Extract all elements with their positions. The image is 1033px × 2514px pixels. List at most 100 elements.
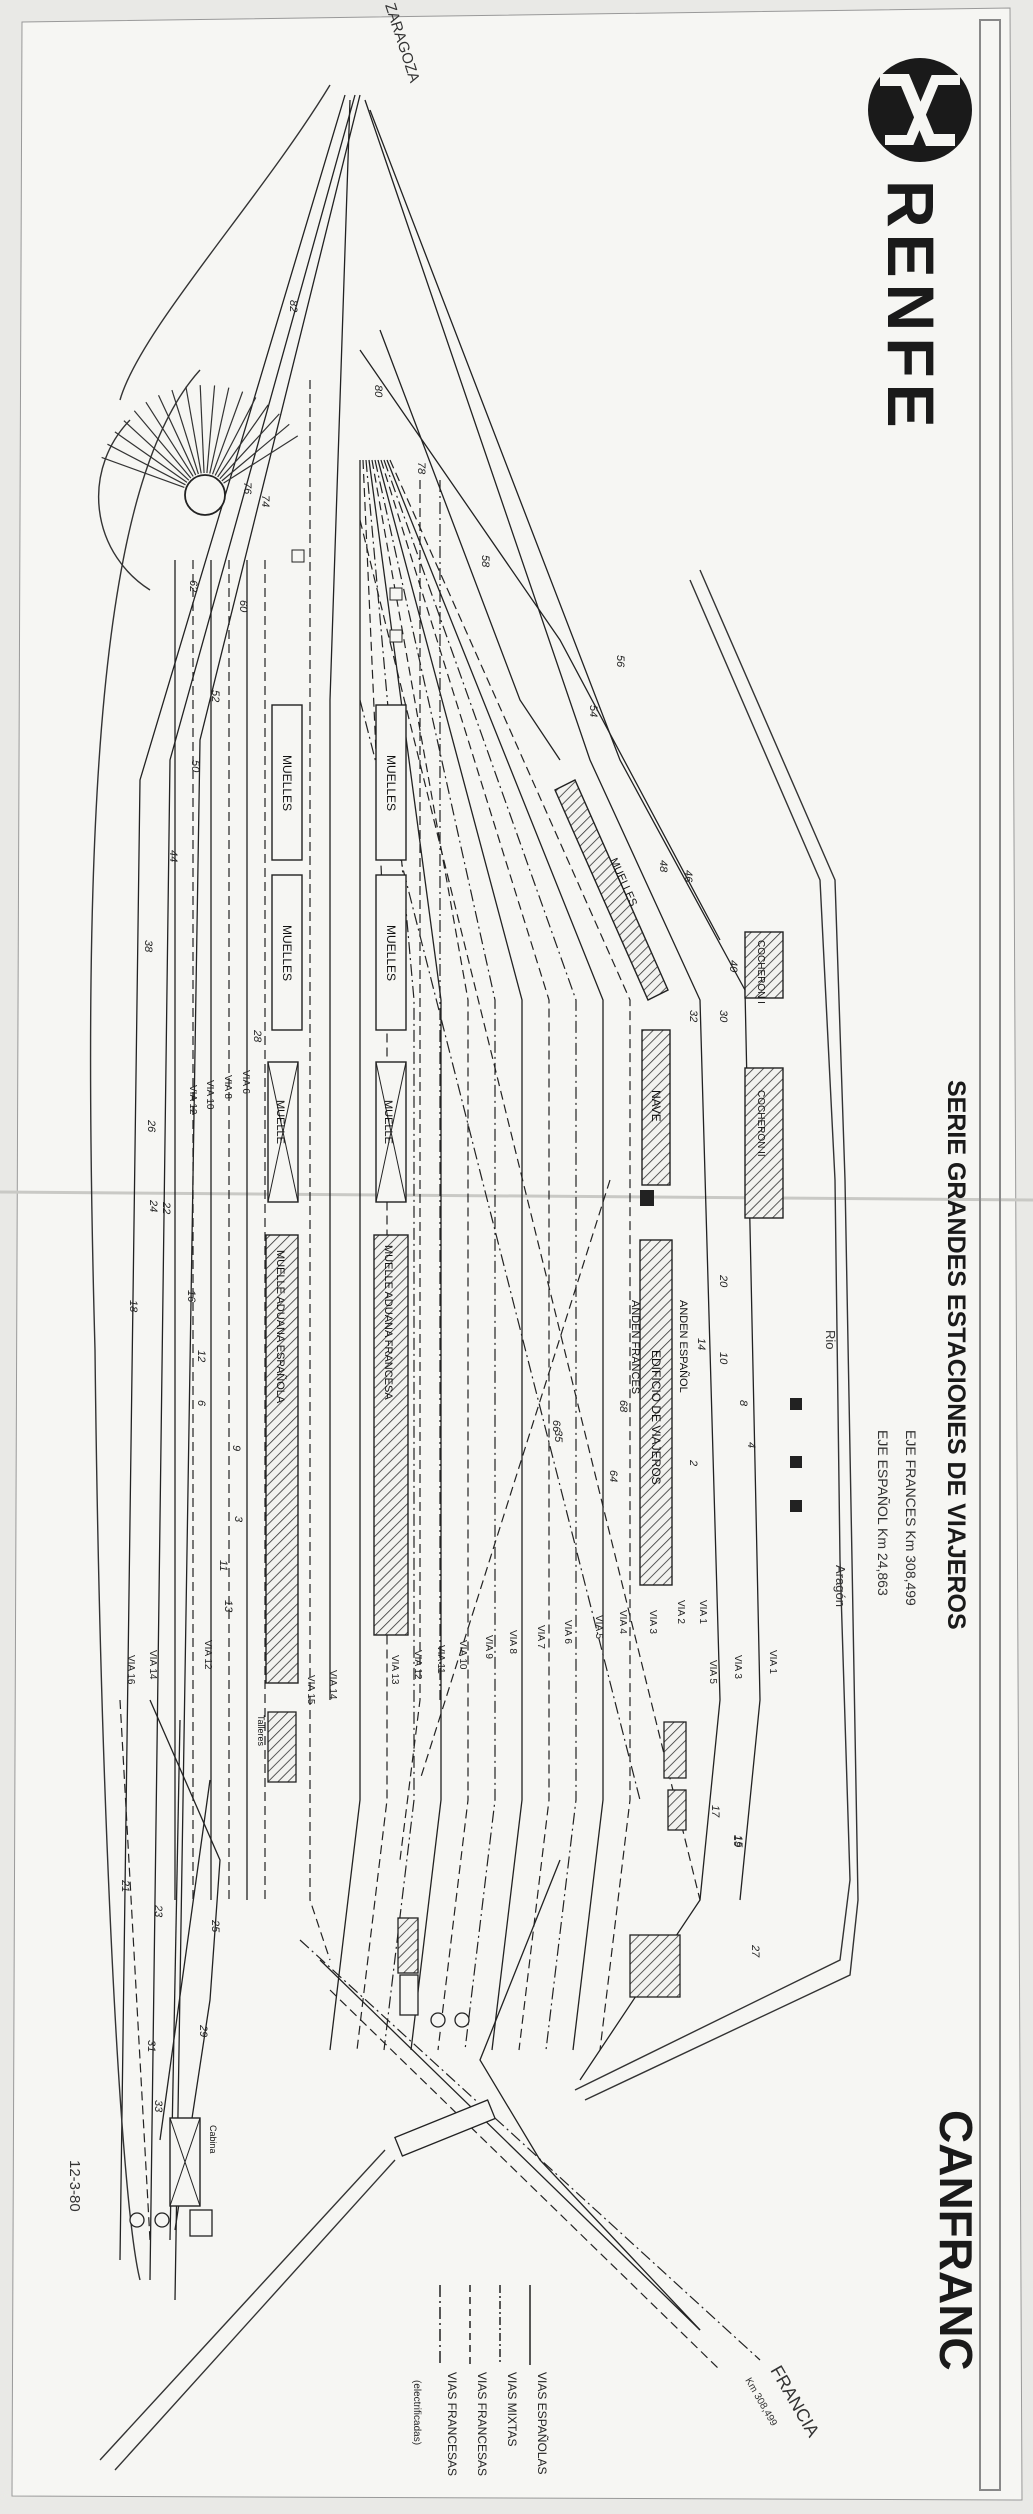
via-lower-label: VIA 12 <box>202 1640 213 1670</box>
shed-lower-3 <box>399 1974 419 2016</box>
switch-number: 62 <box>187 580 199 592</box>
muelle-small-upper-label: MUELLE <box>382 1100 394 1144</box>
turntable-stall-9 <box>199 385 205 474</box>
switch-number: 19 <box>731 1835 743 1847</box>
via-upper-label: VIA 2 <box>675 1600 686 1624</box>
renfe-wordmark: RENFE <box>874 180 948 434</box>
switch-number: 78 <box>415 462 427 475</box>
signal-box-2 <box>790 1456 802 1468</box>
switch-number: 12 <box>195 1350 207 1362</box>
via-lower-label: VIA 14 <box>147 1650 158 1680</box>
switch-number: 48 <box>657 860 669 873</box>
switch-number: 3 <box>232 1516 244 1523</box>
via-lower-label: VIA 12 <box>187 1085 198 1115</box>
via-upper-label: VIA 9 <box>483 1635 494 1659</box>
track-35 <box>149 1699 221 2231</box>
pit-1 <box>291 549 305 563</box>
muelle-aduana-espanola-label: MUELLE ADUANA ESPAÑOLA <box>274 1250 287 1404</box>
shed-lower-1 <box>267 1711 297 1783</box>
renfe-logo <box>868 58 972 162</box>
via-upper-label: VIA 5 <box>707 1660 718 1684</box>
track-4 <box>364 99 721 2081</box>
via-upper-label: VIA 7 <box>535 1625 546 1649</box>
track-6 <box>379 329 561 761</box>
cochera-2-label: COCHERON II <box>755 1090 766 1157</box>
switch-number: 8 <box>737 1400 749 1407</box>
switch-number: 54 <box>587 705 599 717</box>
muelles-box-2-label: MUELLES <box>384 925 398 981</box>
switch-number: 18 <box>127 1300 139 1313</box>
switch-number: 58 <box>479 555 491 568</box>
cabin-label: Cabina <box>208 2125 218 2154</box>
track-30 <box>419 1179 611 1781</box>
via-upper-label: VIA 11 <box>435 1645 446 1674</box>
switch-number: 52 <box>209 690 221 702</box>
track-16 <box>383 459 577 2051</box>
legend-electrified-note: (electrificadas) <box>411 2380 422 2445</box>
track-7 <box>359 349 721 941</box>
edificio-label: EDIFICIO DE VIAJEROS <box>649 1350 663 1485</box>
switch-number: 11 <box>217 1560 229 1571</box>
shed-upper-3 <box>629 1934 681 1998</box>
via-lower-label: VIA 10 <box>204 1080 215 1110</box>
turntable-stall-1 <box>107 443 186 486</box>
via-upper-label: VIA 13 <box>389 1655 400 1685</box>
via-upper-label: VIA 10 <box>457 1640 468 1670</box>
switch-number: 17 <box>709 1805 721 1818</box>
shed-upper-1 <box>663 1721 687 1779</box>
switch-number: 10 <box>717 1352 729 1365</box>
river-rio-label: Rio <box>823 1330 838 1350</box>
turntable-stall-7 <box>171 389 199 475</box>
muelle-small-lower <box>267 1061 299 1203</box>
switch-number: 14 <box>695 1338 707 1350</box>
muelle-aduana-espanola <box>265 1234 299 1684</box>
anden-frances-label: ANDEN FRANCES <box>629 1300 641 1394</box>
via-upper-label: VIA 3 <box>647 1610 658 1634</box>
switch-number: 9 <box>230 1445 242 1451</box>
turntable-stall-10 <box>206 385 216 474</box>
axis-french-label: EJE FRANCES Km 308,499 <box>903 1430 919 1606</box>
turntable-stall-11 <box>209 387 230 474</box>
muelles-box-1-label: MUELLES <box>384 755 398 811</box>
track-17 <box>386 459 604 2051</box>
track-2 <box>119 94 346 2261</box>
muelles-box-4-label: MUELLES <box>280 925 294 981</box>
buildings: COCHERON I COCHERON II NAVE EDIFICIO DE … <box>129 549 802 2237</box>
switch-number: 26 <box>145 1119 157 1133</box>
switch-number: 80 <box>372 385 384 398</box>
boundary-lines <box>89 84 859 2471</box>
legend-mixed: VIAS MIXTAS <box>505 2372 519 2446</box>
track-34 <box>479 1859 701 2331</box>
switch-number: 23 <box>152 1904 164 1918</box>
muelle-diagonal <box>554 779 669 1001</box>
switch-number: 32 <box>687 1010 699 1022</box>
turntable-stall-0 <box>101 456 185 489</box>
track-1 <box>174 94 361 2301</box>
switch-number: 56 <box>614 655 626 668</box>
via-upper-label: VIA 1 <box>697 1600 708 1624</box>
switch-number: 64 <box>607 1470 619 1482</box>
muelle-small-upper <box>375 1061 407 1203</box>
turntable-stall-16 <box>221 423 290 482</box>
via-lower-label: VIA 6 <box>240 1070 251 1094</box>
turntable-stall-5 <box>145 401 194 477</box>
signal-1 <box>430 2012 446 2028</box>
muelle-aduana-francesa <box>373 1234 409 1636</box>
station-title: CANFRANC <box>930 2110 982 2371</box>
track-37 <box>119 1699 151 2241</box>
switch-number: 76 <box>241 482 253 495</box>
switch-number: 30 <box>717 1010 729 1023</box>
axis-spanish-label: EJE ESPAÑOL Km 24,863 <box>875 1430 891 1596</box>
switch-number: 44 <box>167 850 179 862</box>
muelles-box-4 <box>271 874 303 1031</box>
muelles-box-3 <box>271 704 303 861</box>
via-upper-label: VIA 8 <box>507 1630 518 1654</box>
switch-number: 38 <box>142 940 154 953</box>
signal-box-1 <box>790 1398 802 1410</box>
switch-number: 20 <box>717 1274 729 1288</box>
via-upper-label: VIA 1 <box>767 1650 778 1674</box>
cochera-1 <box>744 931 784 999</box>
track-8 <box>329 460 361 2051</box>
